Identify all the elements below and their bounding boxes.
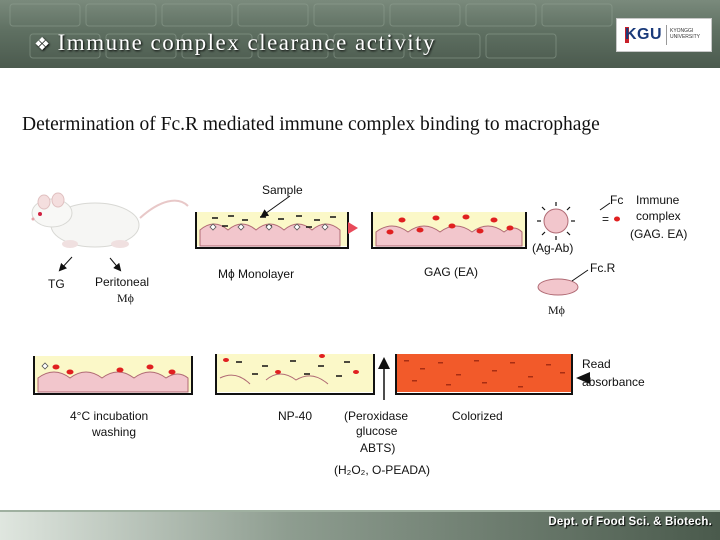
sample-arrow (260, 195, 291, 218)
keyboard-background (9, 3, 613, 59)
label-fcr: Fc.R (590, 261, 616, 275)
label-equals: = (602, 212, 609, 226)
label-tg: TG (48, 277, 65, 291)
label-ag-ab: (Ag-Ab) (532, 241, 573, 255)
label-peroxidase: (Peroxidase (344, 409, 408, 423)
label-mphi2: Mϕ (548, 303, 565, 317)
label-glucose: glucose (356, 424, 398, 438)
fc-receptor-legend (537, 269, 589, 296)
label-immune: Immune (636, 193, 680, 207)
footer-department: Dept. of Food Sci. & Biotech. (548, 516, 712, 528)
label-fc: Fc (610, 193, 623, 207)
peritoneal-arrow (109, 257, 122, 272)
label-monolayer: Mϕ Monolayer (218, 267, 294, 281)
label-sample: Sample (262, 183, 303, 197)
logo-abbr: KGU (625, 26, 663, 43)
header-banner: ❖Immune complex clearance activity KGU K… (0, 0, 720, 68)
label-np40: NP-40 (278, 409, 312, 423)
label-complex: complex (636, 209, 681, 223)
gag-well (371, 212, 527, 249)
mouse-illustration (31, 192, 189, 248)
incubation-well (33, 356, 193, 395)
label-gag-ea: GAG (EA) (424, 265, 478, 279)
slide-title-text: Immune complex clearance activity (57, 30, 437, 55)
label-mphi: Mϕ (117, 291, 134, 305)
label-incubation: 4°C incubation (70, 409, 148, 423)
label-colorized: Colorized (452, 409, 503, 423)
label-washing: washing (91, 425, 136, 439)
assay-diagram: Sample TG Peritoneal Mϕ Mϕ Monolayer GAG… (31, 183, 687, 477)
subtitle: Determination of Fc.R mediated immune co… (22, 114, 600, 135)
label-abts: ABTS) (360, 441, 395, 455)
monolayer-well (195, 212, 358, 249)
label-read: Read (582, 357, 611, 371)
slide-title: ❖Immune complex clearance activity (34, 30, 436, 56)
label-peritoneal: Peritoneal (95, 275, 149, 289)
diamond-bullet-icon: ❖ (34, 34, 52, 54)
colorized-well (395, 354, 573, 395)
immune-complex-legend (537, 202, 620, 240)
np40-well (215, 354, 375, 395)
tg-arrow (58, 256, 73, 272)
read-arrow-icon (576, 372, 590, 384)
label-absorbance: absorbance (582, 375, 645, 389)
logo-name-line2: UNIVERSITY (670, 34, 701, 40)
footer-bar (0, 510, 720, 540)
logo-name-line1: KYONGGI (670, 28, 694, 34)
label-h2o2: (H₂O₂, O-PEADA) (334, 463, 430, 477)
logo-divider (666, 25, 667, 45)
label-gag-ea2: (GAG. EA) (630, 227, 687, 241)
logo-mark-icon (625, 27, 629, 43)
